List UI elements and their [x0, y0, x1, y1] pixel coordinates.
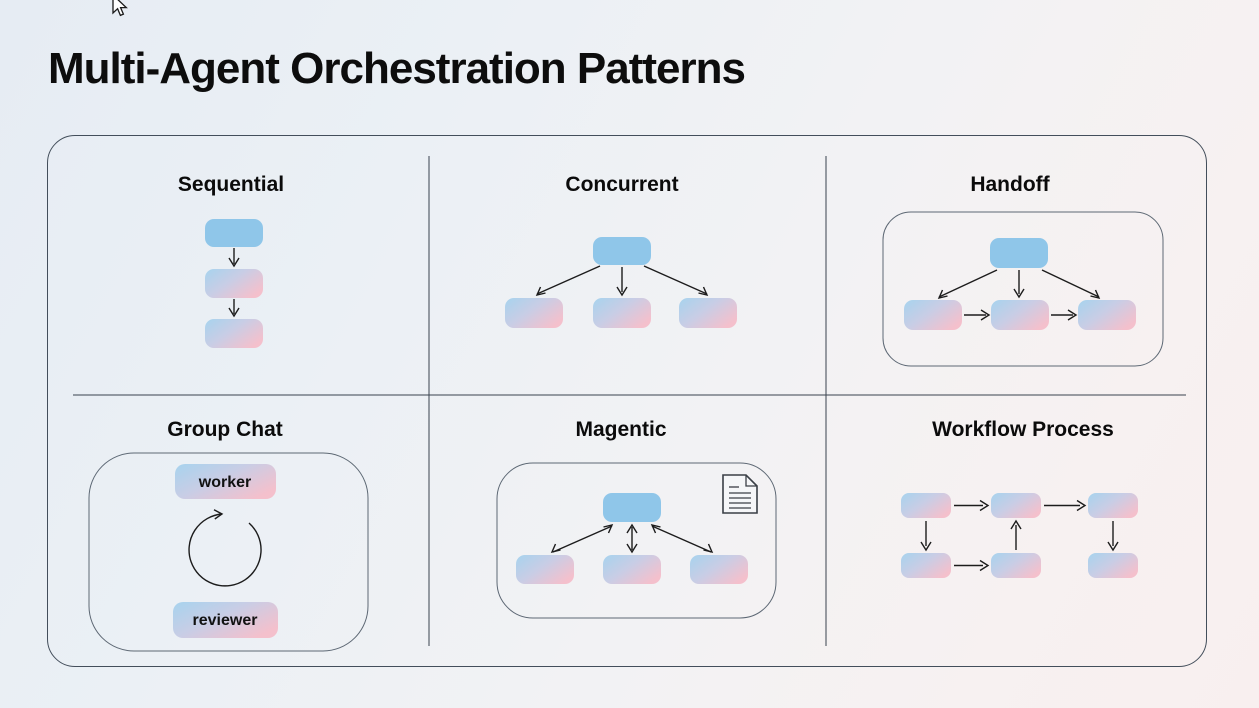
agent-node [991, 553, 1041, 578]
magentic-diagram [496, 462, 777, 619]
agent-node [991, 493, 1041, 518]
diagrams: worker reviewer [73, 156, 1186, 652]
panel-title-sequential: Sequential [177, 173, 285, 196]
agent-node [603, 555, 661, 584]
worker-label: worker [198, 474, 251, 491]
magentic-frame [496, 462, 777, 619]
agent-node [205, 319, 263, 348]
reviewer-node [173, 602, 278, 638]
agent-node [1088, 553, 1138, 578]
panel-title-magentic: Magentic [575, 418, 667, 441]
agent-node [603, 493, 661, 522]
agent-node [516, 555, 574, 584]
panel-title-concurrent: Concurrent [565, 173, 679, 196]
agent-node [679, 298, 737, 328]
agent-node [901, 553, 951, 578]
agent-node [505, 298, 563, 328]
agent-node [904, 300, 962, 330]
panel-title-workflow-process: Workflow Process [932, 418, 1114, 441]
agent-node [593, 298, 651, 328]
agent-node [593, 237, 651, 265]
agent-node [1078, 300, 1136, 330]
worker-node [175, 464, 276, 499]
handoff-frame [882, 211, 1164, 367]
group-chat-frame [88, 452, 369, 652]
agent-node [991, 300, 1049, 330]
concurrent-diagram [505, 237, 737, 328]
agent-node [690, 555, 748, 584]
cycle-arrow-head [213, 509, 224, 520]
agent-node [205, 219, 263, 247]
panel-title-handoff: Handoff [970, 173, 1050, 196]
document-icon [722, 474, 758, 514]
group-chat-diagram: worker reviewer [88, 452, 369, 652]
handoff-diagram [882, 211, 1164, 367]
agent-node [990, 238, 1048, 268]
sequential-diagram [205, 219, 263, 348]
agent-node [1088, 493, 1138, 518]
page-title: Multi-Agent Orchestration Patterns [48, 44, 746, 93]
agent-node [205, 269, 263, 298]
workflow-process-diagram [901, 493, 1138, 578]
arrow-cursor-icon [112, 0, 128, 17]
cycle-arrow-icon [188, 513, 262, 587]
panel-title-group-chat: Group Chat [167, 418, 283, 441]
agent-node [901, 493, 951, 518]
patterns-board: Sequential Concurrent Handoff Group Chat… [47, 135, 1207, 667]
reviewer-label: reviewer [193, 612, 258, 629]
